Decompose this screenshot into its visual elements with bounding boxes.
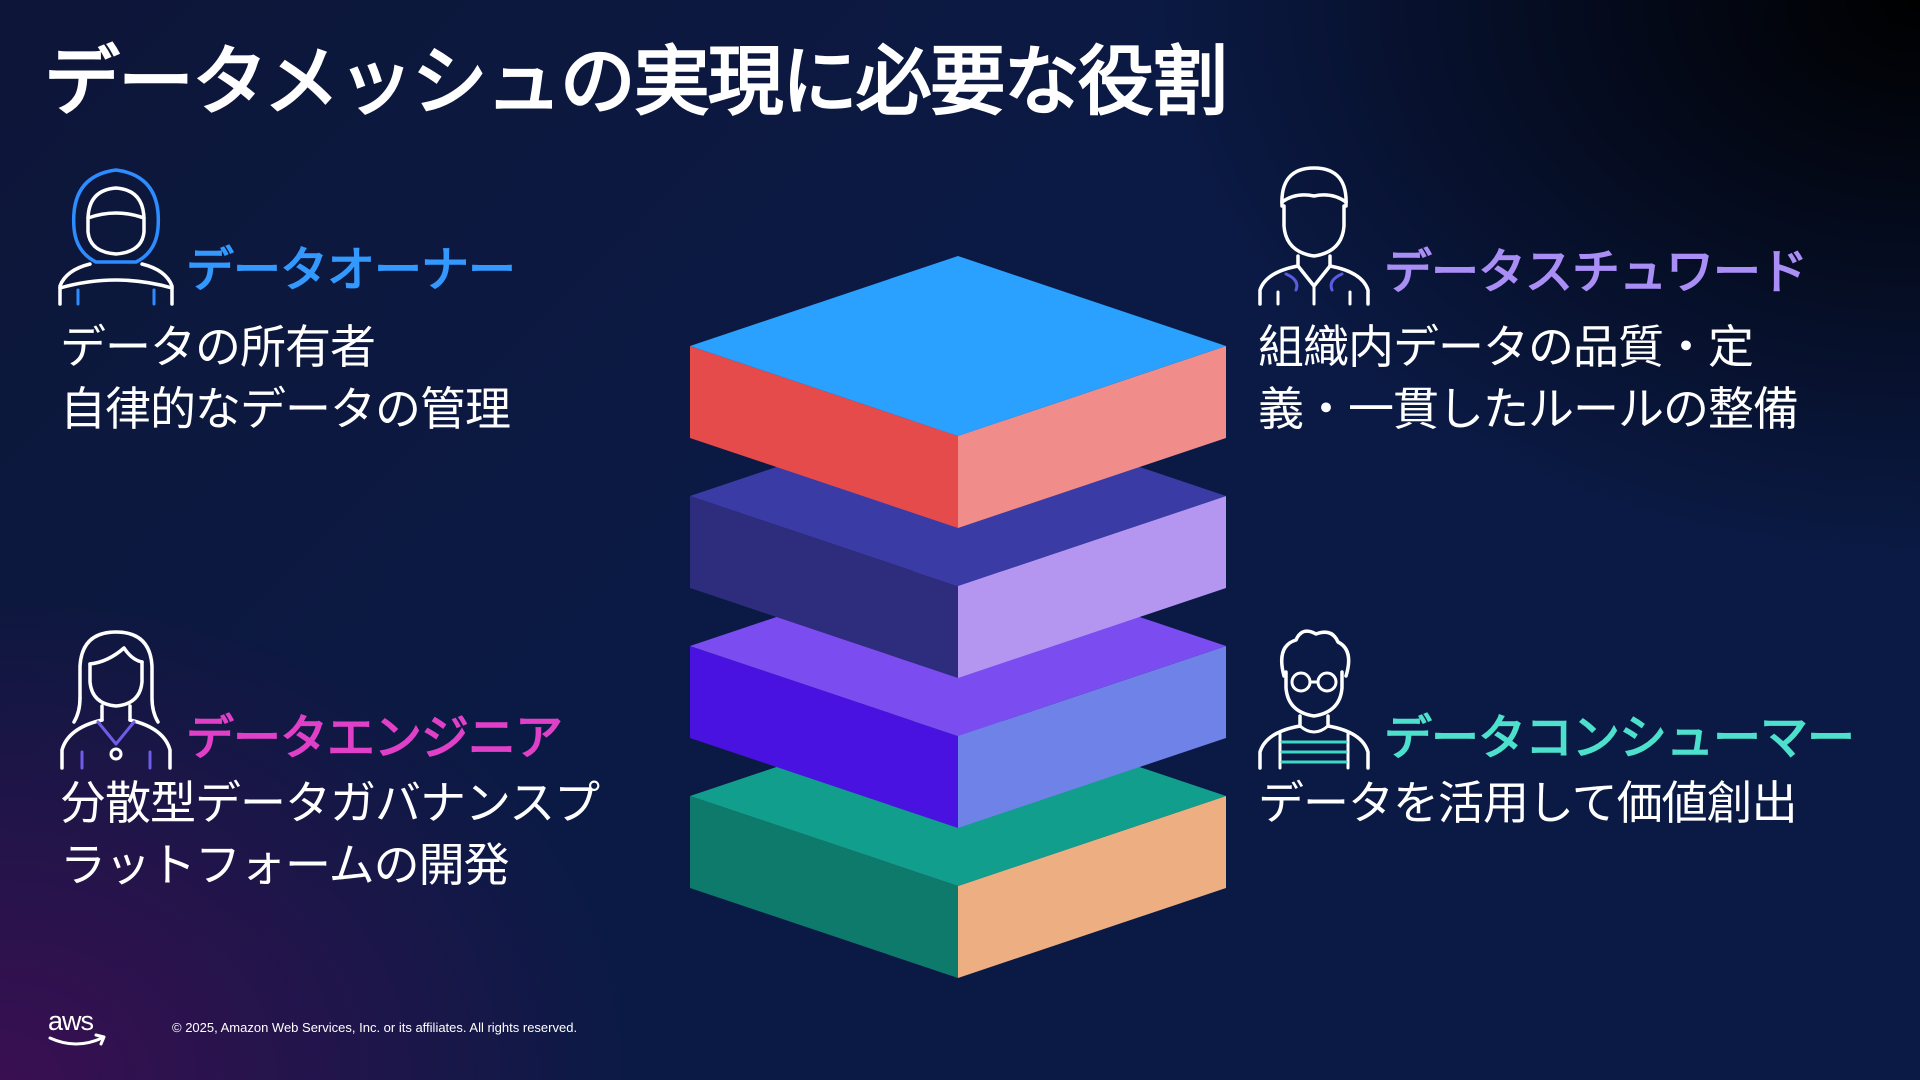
- layer-4-left-face: [690, 796, 958, 978]
- person-man-icon: [1256, 162, 1372, 306]
- aws-logo: aws: [46, 1006, 110, 1052]
- slide-title: データメッシュの実現に必要な役割: [44, 37, 1228, 126]
- role-desc-engineer: 分散型データガバナンスプ ラットフォームの開発: [60, 772, 600, 896]
- role-desc-owner: データの所有者 自律的なデータの管理: [60, 316, 511, 440]
- layer-2-right-face: [958, 496, 1226, 678]
- role-desc-steward: 組織内データの品質・定 義・一貫したルールの整備: [1258, 316, 1799, 440]
- role-title-engineer: データエンジニア: [186, 710, 563, 766]
- copyright-text: © 2025, Amazon Web Services, Inc. or its…: [172, 1020, 578, 1035]
- desc-line: 義・一貫したルールの整備: [1258, 382, 1799, 436]
- svg-text:aws: aws: [48, 1006, 94, 1036]
- role-title-owner: データオーナー: [186, 242, 516, 298]
- desc-line: ラットフォームの開発: [60, 838, 510, 892]
- layer-3-right-face: [958, 646, 1226, 828]
- stack-layer-1: [690, 256, 1226, 528]
- layer-3-left-face: [690, 646, 958, 828]
- desc-line: 組織内データの品質・定: [1258, 320, 1754, 374]
- layer-1-left-face: [690, 346, 958, 528]
- desc-line: データの所有者: [60, 320, 376, 374]
- layer-1-top-face: [690, 256, 1226, 436]
- layer-stack-illustration: [688, 250, 1228, 994]
- person-woman-icon: [58, 626, 174, 770]
- layer-1-right-face: [958, 346, 1226, 528]
- role-desc-consumer: データを活用して価値創出: [1258, 772, 1798, 834]
- person-glasses-icon: [1256, 626, 1372, 770]
- desc-line: 自律的なデータの管理: [60, 382, 511, 436]
- role-title-steward: データスチュワード: [1384, 244, 1808, 300]
- layer-2-left-face: [690, 496, 958, 678]
- person-hijab-icon: [58, 160, 174, 306]
- layer-4-right-face: [958, 796, 1226, 978]
- desc-line: 分散型データガバナンスプ: [60, 776, 600, 830]
- desc-line: データを活用して価値創出: [1258, 776, 1798, 830]
- role-title-consumer: データコンシューマー: [1384, 710, 1855, 766]
